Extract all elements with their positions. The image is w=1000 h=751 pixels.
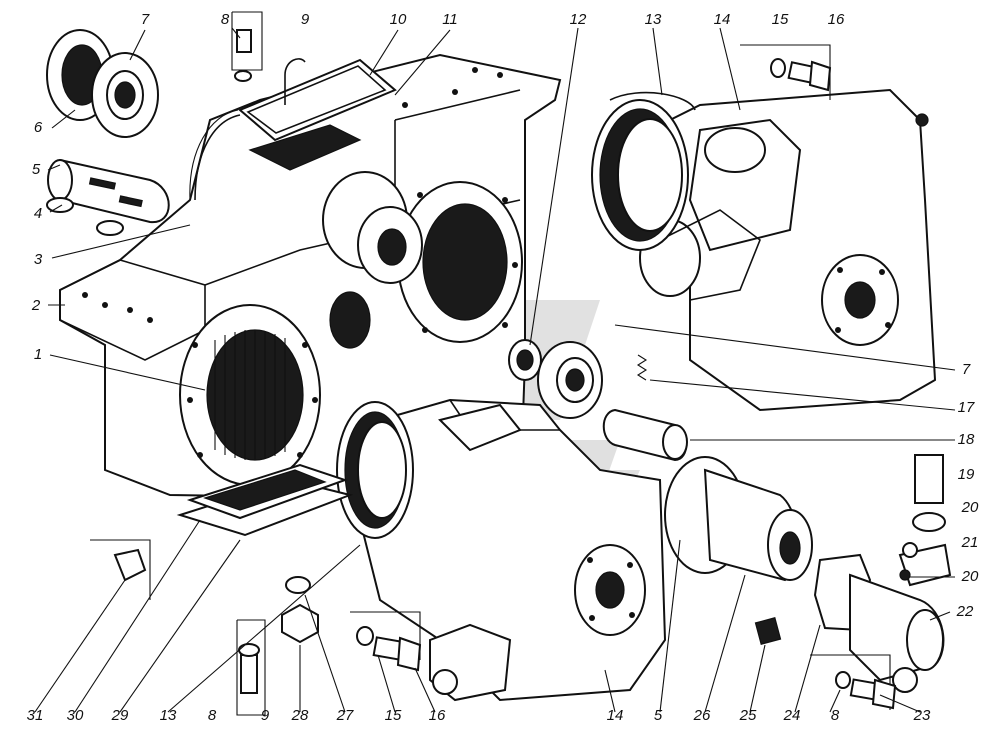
callout-11: 11 (442, 11, 458, 28)
callout-1: 1 (34, 346, 42, 363)
callout-4: 4 (34, 205, 42, 222)
oil-pan-gasket (176, 463, 354, 537)
callout-16-top: 16 (828, 11, 845, 28)
callout-31: 31 (27, 707, 44, 724)
callout-29: 29 (111, 707, 129, 724)
callout-26: 26 (693, 707, 711, 724)
main-gear-housing (59, 53, 562, 502)
callout-24: 24 (783, 707, 801, 724)
callout-22: 22 (956, 603, 974, 620)
callout-17: 17 (958, 399, 975, 416)
callout-9-bottom: 9 (261, 707, 270, 724)
callout-30: 30 (67, 707, 84, 724)
leader-lines (34, 27, 956, 713)
callout-9-top: 9 (301, 11, 310, 28)
callout-5-bottom: 5 (654, 707, 663, 724)
callout-27: 27 (336, 707, 354, 724)
callout-3: 3 (34, 251, 43, 268)
callout-8-bottom-right: 8 (831, 707, 840, 724)
callout-16-bottom: 16 (429, 707, 446, 724)
mounting-bracket (898, 454, 952, 587)
callout-14-bottom: 14 (607, 707, 624, 724)
callout-13-top: 13 (645, 11, 662, 28)
shaft-with-keys (46, 158, 170, 236)
callout-7-right: 7 (962, 361, 971, 378)
callout-15-top: 15 (772, 11, 789, 28)
lower-gearbox-housing (336, 398, 667, 702)
callout-8-bottom: 8 (208, 707, 217, 724)
callout-6: 6 (34, 119, 43, 136)
callout-28: 28 (291, 707, 309, 724)
callout-20-a: 20 (961, 499, 979, 516)
top-cover-plate (238, 58, 397, 171)
callout-15-bottom: 15 (385, 707, 402, 724)
callout-18: 18 (958, 431, 975, 448)
callout-10: 10 (390, 11, 407, 28)
right-upper-gearbox (591, 88, 937, 412)
callout-20-b: 20 (961, 568, 979, 585)
callout-13-bottom: 13 (160, 707, 177, 724)
callout-8-top: 8 (221, 11, 230, 28)
callout-7-top: 7 (141, 11, 150, 28)
callout-21: 21 (961, 534, 979, 551)
callout-25: 25 (739, 707, 757, 724)
callout-2: 2 (31, 297, 41, 314)
callout-labels: 1 2 3 4 5 6 7 8 9 10 11 12 13 14 15 16 7… (27, 11, 979, 724)
callout-12: 12 (570, 11, 587, 28)
callout-14-top: 14 (714, 11, 731, 28)
callout-19: 19 (958, 466, 975, 483)
bearing-ring-group (46, 29, 159, 138)
output-shaft-assembly (664, 456, 945, 693)
callout-5: 5 (32, 161, 41, 178)
callout-23: 23 (913, 707, 931, 724)
small-parts-middle (508, 339, 688, 462)
